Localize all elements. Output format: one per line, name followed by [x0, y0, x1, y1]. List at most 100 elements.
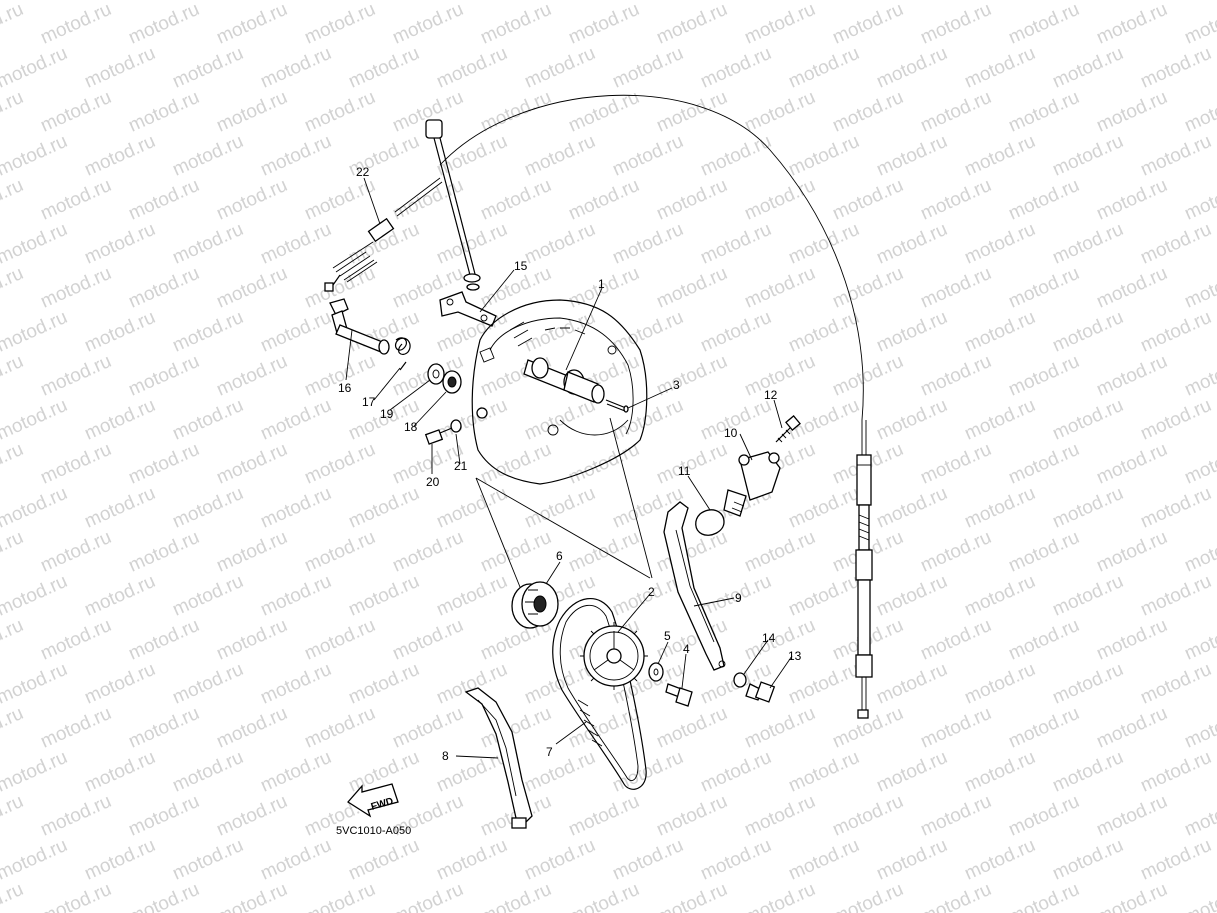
- part-5-washer: [648, 662, 664, 682]
- watermark-text: motod.ru: [169, 483, 246, 533]
- watermark-text: motod.ru: [81, 747, 158, 797]
- callout-3: 3: [673, 378, 680, 392]
- watermark-text: motod.ru: [477, 879, 554, 913]
- watermark-text: motod.ru: [81, 659, 158, 709]
- watermark-text: motod.ru: [213, 879, 290, 913]
- watermark-text: motod.ru: [741, 0, 818, 49]
- watermark-text: motod.ru: [301, 0, 378, 49]
- leader-lines: [345, 177, 793, 759]
- watermark-text: motod.ru: [873, 43, 950, 93]
- callout-8: 8: [442, 749, 449, 763]
- part-8-chain-guide: [464, 687, 533, 829]
- watermark-text: motod.ru: [521, 835, 598, 885]
- watermark-text: motod.ru: [917, 175, 994, 225]
- part-20-bolt: [424, 427, 453, 445]
- watermark-text: motod.ru: [1181, 0, 1217, 49]
- watermark-text: motod.ru: [917, 527, 994, 577]
- watermark-text: motod.ru: [37, 87, 114, 137]
- watermark-text: motod.ru: [477, 87, 554, 137]
- watermark-text: motod.ru: [873, 131, 950, 181]
- watermark-text: motod.ru: [125, 351, 202, 401]
- watermark-text: motod.ru: [433, 659, 510, 709]
- watermark-text: motod.ru: [0, 219, 71, 269]
- watermark-text: motod.ru: [565, 87, 642, 137]
- watermark-text: motod.ru: [785, 43, 862, 93]
- watermark-text: motod.ru: [1005, 263, 1082, 313]
- watermark-text: motod.ru: [653, 791, 730, 841]
- watermark-text: motod.ru: [609, 835, 686, 885]
- watermark-text: motod.ru: [1049, 219, 1126, 269]
- watermark-text: motod.ru: [0, 703, 27, 753]
- watermark-text: motod.ru: [257, 307, 334, 357]
- watermark-text: motod.ru: [697, 131, 774, 181]
- watermark-text: motod.ru: [389, 879, 466, 913]
- watermark-text: motod.ru: [1049, 43, 1126, 93]
- watermark-text: motod.ru: [345, 835, 422, 885]
- watermark-text: motod.ru: [521, 219, 598, 269]
- watermark-text: motod.ru: [0, 395, 71, 445]
- watermark-text: motod.ru: [81, 835, 158, 885]
- part-14-washer: [733, 672, 747, 688]
- watermark-text: motod.ru: [917, 439, 994, 489]
- watermark-text: motod.ru: [917, 791, 994, 841]
- callout-12: 12: [764, 388, 778, 402]
- callout-17: 17: [362, 395, 376, 409]
- watermark-text: motod.ru: [961, 835, 1038, 885]
- part-1-camshaft: [523, 357, 605, 404]
- watermark-text: motod.ru: [1093, 439, 1170, 489]
- watermark-text: motod.ru: [1049, 747, 1126, 797]
- watermark-text: motod.ru: [697, 219, 774, 269]
- watermark-text: motod.ru: [1181, 615, 1217, 665]
- watermark-text: motod.ru: [785, 659, 862, 709]
- watermark-text: motod.ru: [169, 395, 246, 445]
- watermark-text: motod.ru: [125, 879, 202, 913]
- watermark-text: motod.ru: [785, 747, 862, 797]
- drawing: FWD: [324, 94, 873, 829]
- watermark-text: motod.ru: [0, 659, 71, 709]
- watermark-text: motod.ru: [213, 527, 290, 577]
- watermark-text: motod.ru: [873, 219, 950, 269]
- watermark-text: motod.ru: [1049, 307, 1126, 357]
- callout-4: 4: [683, 642, 690, 656]
- watermark-text: motod.ru: [0, 0, 27, 49]
- watermark-text: motod.ru: [213, 175, 290, 225]
- watermark-text: motod.ru: [961, 43, 1038, 93]
- watermark-text: motod.ru: [609, 43, 686, 93]
- watermark-text: motod.ru: [741, 351, 818, 401]
- watermark-text: motod.ru: [873, 483, 950, 533]
- watermark-text: motod.ru: [1137, 747, 1214, 797]
- watermark-text: motod.ru: [565, 0, 642, 49]
- watermark-text: motod.ru: [961, 219, 1038, 269]
- part-6-sprocket: [511, 581, 559, 629]
- watermark-text: motod.ru: [213, 0, 290, 49]
- watermark-text: motod.ru: [301, 527, 378, 577]
- watermark-text: motod.ru: [873, 395, 950, 445]
- watermark-text: motod.ru: [1181, 87, 1217, 137]
- watermark-text: motod.ru: [37, 615, 114, 665]
- watermark-text: motod.ru: [785, 835, 862, 885]
- watermark-text: motod.ru: [873, 571, 950, 621]
- watermark-text: motod.ru: [301, 615, 378, 665]
- watermark-text: motod.ru: [301, 703, 378, 753]
- part-21-washer: [450, 419, 462, 433]
- watermark-text: motod.ru: [81, 219, 158, 269]
- watermark-text: motod.ru: [257, 483, 334, 533]
- callout-1: 1: [598, 277, 605, 291]
- watermark-text: motod.ru: [37, 439, 114, 489]
- watermark-text: motod.ru: [961, 747, 1038, 797]
- watermark-text: motod.ru: [169, 307, 246, 357]
- watermark-text: motod.ru: [1181, 527, 1217, 577]
- watermark-text: motod.ru: [345, 659, 422, 709]
- watermark-text: motod.ru: [1093, 87, 1170, 137]
- watermark-text: motod.ru: [433, 43, 510, 93]
- watermark-text: motod.ru: [257, 219, 334, 269]
- watermark-text: motod.ru: [1137, 43, 1214, 93]
- watermark-text: motod.ru: [1005, 0, 1082, 49]
- push-rod: [425, 119, 481, 291]
- watermark-text: motod.ru: [125, 263, 202, 313]
- watermark-text: motod.ru: [565, 879, 642, 913]
- watermark-text: motod.ru: [697, 307, 774, 357]
- watermark-text: motod.ru: [1181, 351, 1217, 401]
- part-17-spring: [394, 337, 411, 371]
- watermark-text: motod.ru: [0, 571, 71, 621]
